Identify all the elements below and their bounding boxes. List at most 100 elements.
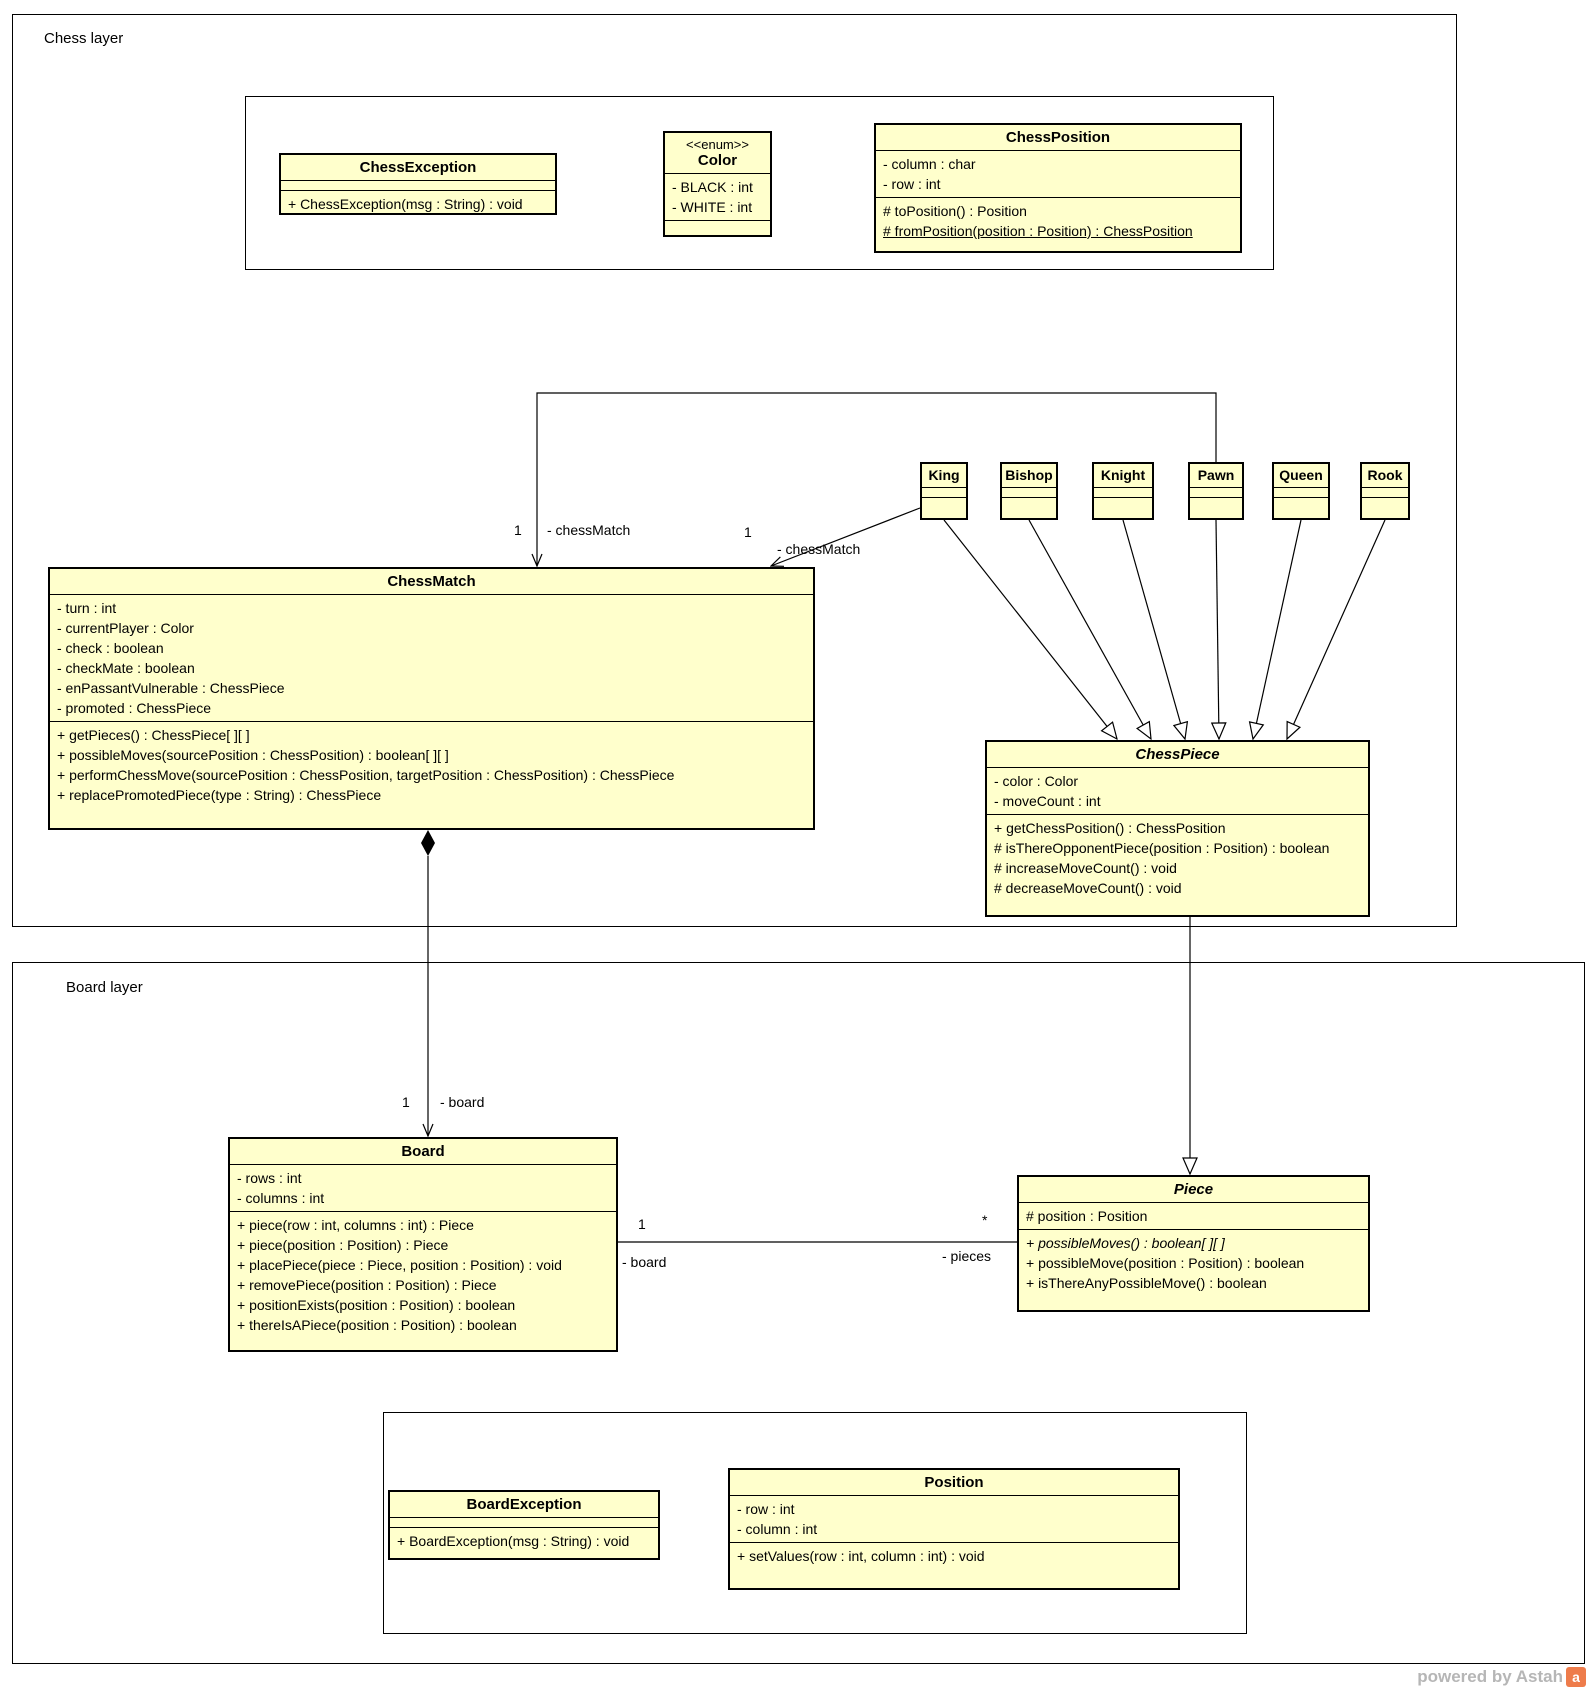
class-attributes — [1002, 488, 1056, 498]
class-title: Knight — [1094, 464, 1152, 488]
class-board[interactable]: Board - rows : int - columns : int + piece(… — [228, 1137, 618, 1352]
class-methods: + setValues(row : int, column : int) : v… — [730, 1543, 1178, 1588]
class-methods: + piece(row : int, columns : int) : Piec… — [230, 1212, 616, 1350]
class-attributes: - BLACK : int- WHITE : int — [665, 174, 770, 221]
uml-member: - row : int — [883, 176, 941, 192]
class-pawn[interactable]: Pawn — [1188, 462, 1244, 520]
gen-queen-chesspiece[interactable] — [1253, 519, 1302, 739]
uml-member: - turn : int — [57, 600, 117, 616]
class-title: Rook — [1362, 464, 1408, 488]
class-attributes — [281, 181, 555, 191]
chess-layer-label: Chess layer — [44, 30, 124, 47]
uml-member: - check : boolean — [57, 640, 164, 656]
class-methods — [1362, 498, 1408, 518]
class-bishop[interactable]: Bishop — [1000, 462, 1058, 520]
edge-label: 1 — [402, 1094, 410, 1110]
assoc-pawn-chessmatch[interactable] — [537, 392, 1217, 566]
gen-pawn-chesspiece[interactable] — [1216, 519, 1219, 739]
edge-label: 1 — [638, 1216, 646, 1232]
class-name: Bishop — [1005, 467, 1053, 483]
class-position[interactable]: Position - row : int - column : int + setVa… — [728, 1468, 1180, 1590]
class-title: ChessPosition — [876, 125, 1240, 151]
uml-member: + piece(position : Position) : Piece — [237, 1237, 449, 1253]
uml-member: - row : int — [737, 1501, 795, 1517]
class-methods — [1094, 498, 1152, 518]
uml-member: + setValues(row : int, column : int) : v… — [737, 1548, 985, 1564]
class-title: Bishop — [1002, 464, 1056, 488]
gen-king-chesspiece[interactable] — [943, 519, 1117, 739]
class-queen[interactable]: Queen — [1272, 462, 1330, 520]
board-inner-frame[interactable] — [383, 1412, 1247, 1634]
uml-member: + getPieces() : ChessPiece[ ][ ] — [57, 727, 250, 743]
board-layer-frame[interactable]: Board layer — [12, 962, 1585, 1664]
class-attributes — [1190, 488, 1242, 498]
class-methods — [1190, 498, 1242, 518]
class-name: Queen — [1279, 467, 1323, 483]
class-rook[interactable]: Rook — [1360, 462, 1410, 520]
class-title: BoardException — [390, 1492, 658, 1518]
class-chess-exception[interactable]: ChessException+ ChessException(msg : Str… — [279, 153, 557, 215]
chess-layer-frame[interactable]: Chess layer — [12, 14, 1457, 927]
board-layer-label: Board layer — [66, 979, 143, 996]
class-name: ChessException — [359, 159, 477, 176]
class-king[interactable]: King — [920, 462, 968, 520]
class-board-exception[interactable]: BoardException + BoardException(msg : Str… — [388, 1490, 660, 1560]
class-color-enum[interactable]: <<enum>>Color- BLACK : int- WHITE : int — [663, 131, 772, 237]
comp-chessmatch-board-diamond — [421, 830, 435, 856]
class-chess-match[interactable]: ChessMatch - turn : int - currentPlayer : … — [48, 567, 815, 830]
class-methods: + possibleMoves() : boolean[ ][ ]+ possi… — [1019, 1230, 1368, 1310]
class-title: ChessPiece — [987, 742, 1368, 768]
class-attributes — [1362, 488, 1408, 498]
assoc-king-chessmatch[interactable] — [771, 507, 921, 566]
class-title: ChessMatch — [50, 569, 813, 595]
gen-knight-chesspiece[interactable] — [1122, 519, 1185, 739]
uml-member: - columns : int — [237, 1190, 325, 1206]
class-methods: + getChessPosition() : ChessPosition# is… — [987, 815, 1368, 915]
uml-member: + BoardException(msg : String) : void — [397, 1533, 630, 1549]
uml-member: # fromPosition(position : Position) : Ch… — [883, 223, 1193, 239]
class-attributes: - color : Color- moveCount : int — [987, 768, 1368, 815]
gen-bishop-chesspiece[interactable] — [1028, 519, 1151, 739]
class-title: Board — [230, 1139, 616, 1165]
class-piece[interactable]: Piece# position : Position+ possibleMove… — [1017, 1175, 1370, 1312]
class-title: Position — [730, 1470, 1178, 1496]
uml-member: - promoted : ChessPiece — [57, 700, 212, 716]
uml-member: - checkMate : boolean — [57, 660, 195, 676]
uml-member: + piece(row : int, columns : int) : Piec… — [237, 1217, 474, 1233]
uml-member: + replacePromotedPiece(type : String) : … — [57, 787, 382, 803]
class-attributes: - turn : int - currentPlayer : Color - che… — [50, 595, 813, 722]
class-methods: + BoardException(msg : String) : void — [390, 1528, 658, 1558]
uml-member: - column : char — [883, 156, 976, 172]
class-name: BoardException — [466, 1496, 582, 1513]
watermark: powered by Astah a — [1417, 1667, 1586, 1687]
uml-member: + possibleMoves(sourcePosition : ChessPo… — [57, 747, 449, 763]
edge-label: 1 — [514, 522, 522, 538]
class-name: ChessPiece — [1135, 746, 1220, 763]
class-name: Rook — [1367, 467, 1403, 483]
uml-member: # toPosition() : Position — [883, 203, 1027, 219]
uml-member: + thereIsAPiece(position : Position) : b… — [237, 1317, 517, 1333]
uml-member: - column : int — [737, 1521, 818, 1537]
chess-inner-frame[interactable] — [245, 96, 1274, 270]
uml-member: + positionExists(position : Position) : … — [237, 1297, 516, 1313]
edge-label: - chessMatch — [547, 522, 631, 538]
class-attributes: # position : Position — [1019, 1203, 1368, 1230]
uml-member: - currentPlayer : Color — [57, 620, 194, 636]
class-knight[interactable]: Knight — [1092, 462, 1154, 520]
gen-rook-chesspiece[interactable] — [1287, 519, 1386, 739]
uml-member: - rows : int — [237, 1170, 302, 1186]
uml-member: - moveCount : int — [994, 793, 1101, 809]
edge-label: - board — [622, 1254, 667, 1270]
class-attributes: - rows : int - columns : int — [230, 1165, 616, 1212]
class-name: Color — [697, 152, 738, 169]
uml-member: + removePiece(position : Position) : Pie… — [237, 1277, 497, 1293]
class-title: King — [922, 464, 966, 488]
class-title: Queen — [1274, 464, 1328, 488]
class-name: ChessPosition — [1005, 129, 1111, 146]
class-chess-piece[interactable]: ChessPiece - color : Color- moveCount : i… — [985, 740, 1370, 917]
class-title: Pawn — [1190, 464, 1242, 488]
class-name: Knight — [1100, 467, 1146, 483]
class-methods: + getPieces() : ChessPiece[ ][ ] + possib… — [50, 722, 813, 828]
class-chess-position[interactable]: ChessPosition - column : char - row : int #… — [874, 123, 1242, 253]
class-title: Piece — [1019, 1177, 1368, 1203]
